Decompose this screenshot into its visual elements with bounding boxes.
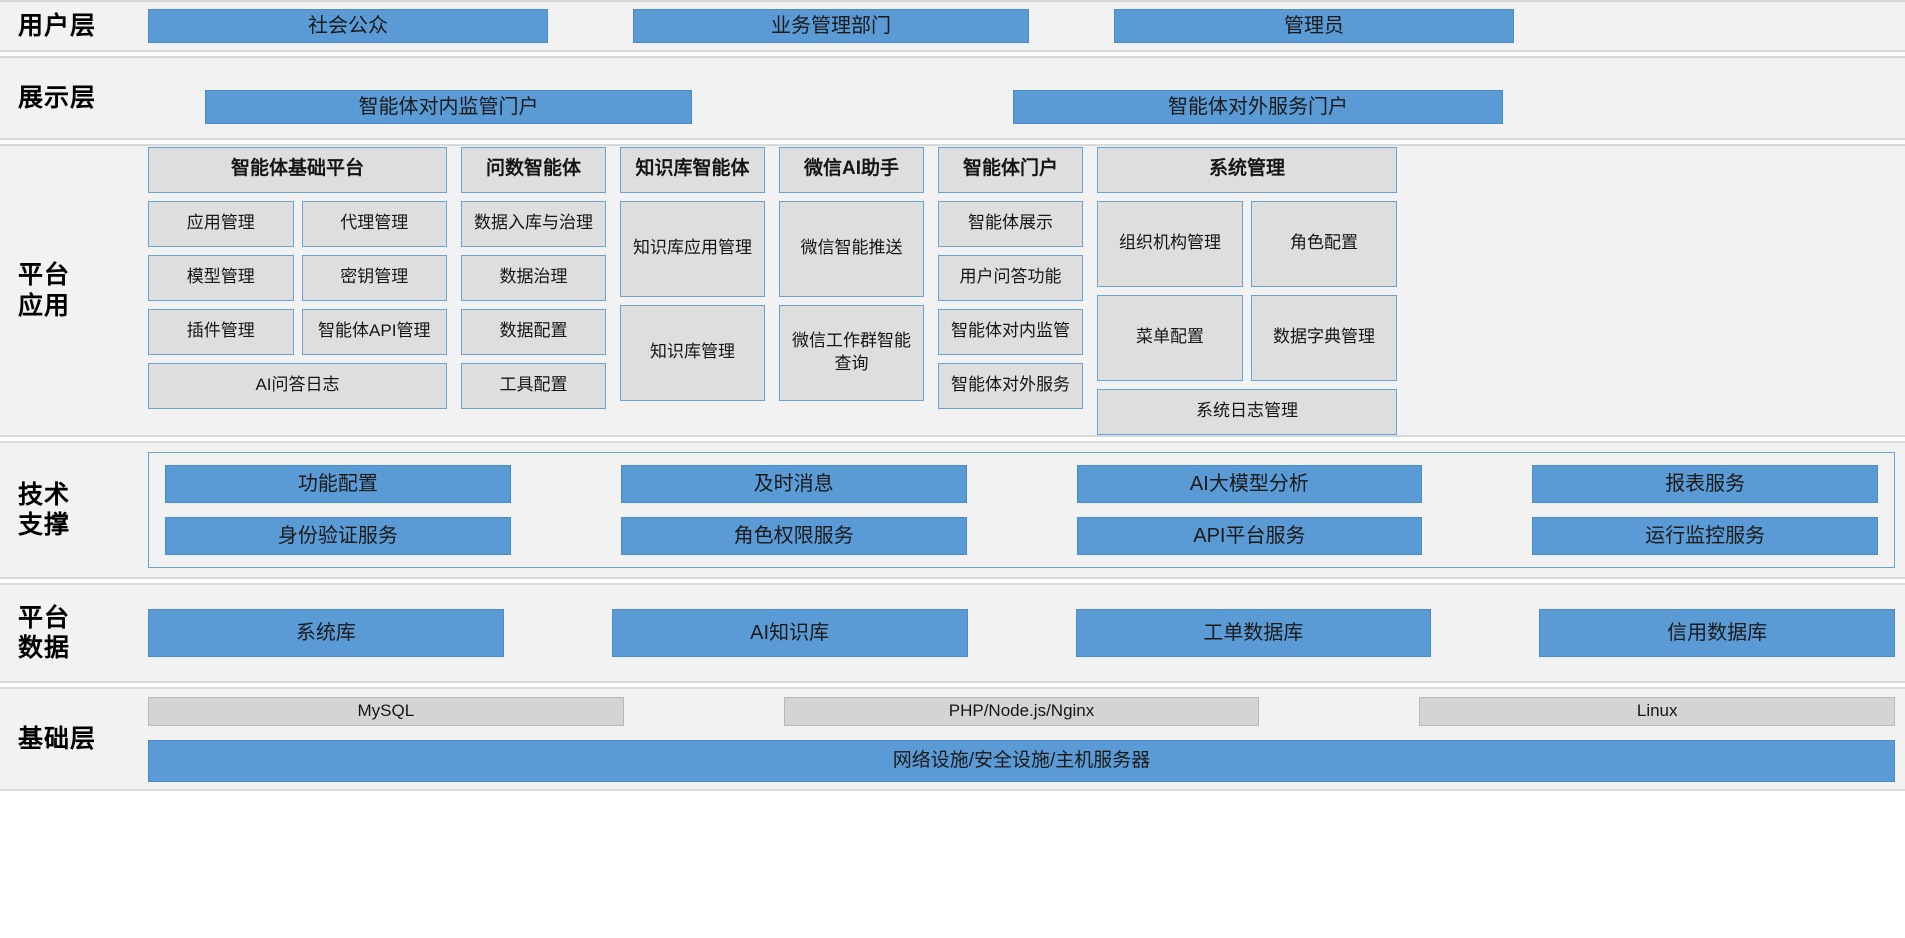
infra-box-mysql[interactable]: MySQL bbox=[148, 696, 624, 726]
user-box-public[interactable]: 社会公众 bbox=[148, 9, 548, 43]
platform-data-row: 系统库 AI知识库 工单数据库 信用数据库 bbox=[148, 609, 1905, 657]
cell-plugin-management[interactable]: 插件管理 bbox=[148, 308, 294, 355]
cell-tool-configuration[interactable]: 工具配置 bbox=[461, 362, 606, 409]
infra-box-php-node-nginx[interactable]: PHP/Node.js/Nginx bbox=[783, 696, 1260, 726]
data-box-system-db[interactable]: 系统库 bbox=[148, 609, 504, 657]
group-title-wechat-ai-assistant: 微信AI助手 bbox=[779, 146, 924, 193]
layer-presentation-label: 展示层 bbox=[18, 83, 97, 112]
cell-wechat-group-query[interactable]: 微信工作群智能查询 bbox=[779, 304, 924, 401]
cell-ai-qa-log[interactable]: AI问答日志 bbox=[148, 362, 447, 409]
cell-data-dictionary-management[interactable]: 数据字典管理 bbox=[1251, 294, 1397, 381]
layer-platform-data-body: 系统库 AI知识库 工单数据库 信用数据库 bbox=[148, 585, 1905, 681]
group-title-knowledge-base-agent: 知识库智能体 bbox=[620, 146, 765, 193]
group-system-management: 系统管理 组织机构管理 角色配置 菜单配置 数据字典管理 系统日志管理 bbox=[1097, 146, 1397, 435]
layer-user: 用户层 社会公众 业务管理部门 管理员 bbox=[0, 0, 1905, 52]
layer-platform-application-body: 智能体基础平台 应用管理 代理管理 模型管理 密钥管理 插件管理 智能体API管… bbox=[148, 146, 1905, 435]
cell-data-governance[interactable]: 数据治理 bbox=[461, 254, 606, 301]
layer-infrastructure-body: MySQL PHP/Node.js/Nginx Linux 网络设施/安全设施/… bbox=[148, 689, 1905, 789]
group-title-agent-portal: 智能体门户 bbox=[938, 146, 1083, 193]
tech-box-api-platform-service[interactable]: API平台服务 bbox=[1076, 517, 1423, 555]
layer-tech-support-body: 功能配置 及时消息 AI大模型分析 报表服务 身份验证服务 角色权限服务 API… bbox=[148, 443, 1905, 577]
layer-presentation: 展示层 智能体对内监管门户 智能体对外服务门户 bbox=[0, 56, 1905, 140]
tech-box-instant-message[interactable]: 及时消息 bbox=[620, 465, 967, 503]
row: 菜单配置 数据字典管理 bbox=[1097, 294, 1397, 381]
data-box-credit-db[interactable]: 信用数据库 bbox=[1539, 609, 1895, 657]
group-title-data-query-agent: 问数智能体 bbox=[461, 146, 606, 193]
cell-role-configuration[interactable]: 角色配置 bbox=[1251, 200, 1397, 287]
presentation-box-internal-portal[interactable]: 智能体对内监管门户 bbox=[205, 90, 692, 124]
cell-key-management[interactable]: 密钥管理 bbox=[301, 254, 447, 301]
data-box-workorder-db[interactable]: 工单数据库 bbox=[1075, 609, 1432, 657]
group-title-agent-base-platform: 智能体基础平台 bbox=[148, 146, 447, 193]
infra-box-linux[interactable]: Linux bbox=[1419, 696, 1896, 726]
group-knowledge-base-agent: 知识库智能体 知识库应用管理 知识库管理 bbox=[620, 146, 765, 401]
user-box-admin[interactable]: 管理员 bbox=[1114, 9, 1514, 43]
cell-data-ingest-governance[interactable]: 数据入库与治理 bbox=[461, 200, 606, 247]
layer-infrastructure-label: 基础层 bbox=[18, 724, 97, 753]
cell-agent-internal-supervision[interactable]: 智能体对内监管 bbox=[938, 308, 1083, 355]
tech-box-ai-llm-analysis[interactable]: AI大模型分析 bbox=[1076, 465, 1423, 503]
tech-box-authentication-service[interactable]: 身份验证服务 bbox=[165, 517, 511, 555]
group-agent-portal: 智能体门户 智能体展示 用户问答功能 智能体对内监管 智能体对外服务 bbox=[938, 146, 1083, 409]
layer-user-label: 用户层 bbox=[18, 11, 97, 40]
cell-org-management[interactable]: 组织机构管理 bbox=[1097, 200, 1243, 287]
layer-platform-data-label: 平台 数据 bbox=[18, 603, 71, 663]
row: 应用管理 代理管理 bbox=[148, 200, 447, 247]
layer-platform-application-label: 平台 应用 bbox=[18, 261, 71, 320]
layer-platform-data: 平台 数据 系统库 AI知识库 工单数据库 信用数据库 bbox=[0, 583, 1905, 683]
cell-kb-management[interactable]: 知识库管理 bbox=[620, 304, 765, 401]
group-data-query-agent: 问数智能体 数据入库与治理 数据治理 数据配置 工具配置 bbox=[461, 146, 606, 409]
cell-agent-management[interactable]: 代理管理 bbox=[301, 200, 447, 247]
infrastructure-wrap: MySQL PHP/Node.js/Nginx Linux 网络设施/安全设施/… bbox=[148, 696, 1905, 782]
tech-box-report-service[interactable]: 报表服务 bbox=[1532, 465, 1878, 503]
tech-row-1: 功能配置 及时消息 AI大模型分析 报表服务 bbox=[165, 465, 1878, 503]
user-box-business-dept[interactable]: 业务管理部门 bbox=[633, 9, 1029, 43]
layer-user-body: 社会公众 业务管理部门 管理员 bbox=[148, 2, 1905, 50]
layer-tech-support-label: 技术 支撑 bbox=[18, 480, 71, 540]
infra-box-network-security-host[interactable]: 网络设施/安全设施/主机服务器 bbox=[148, 739, 1895, 782]
cell-agent-showcase[interactable]: 智能体展示 bbox=[938, 200, 1083, 247]
row: 模型管理 密钥管理 bbox=[148, 254, 447, 301]
row: 插件管理 智能体API管理 bbox=[148, 308, 447, 355]
cell-agent-external-service[interactable]: 智能体对外服务 bbox=[938, 362, 1083, 409]
presentation-box-external-portal[interactable]: 智能体对外服务门户 bbox=[1013, 90, 1503, 124]
layer-infrastructure: 基础层 MySQL PHP/Node.js/Nginx Linux 网络设施/安… bbox=[0, 687, 1905, 791]
group-wechat-ai-assistant: 微信AI助手 微信智能推送 微信工作群智能查询 bbox=[779, 146, 924, 401]
data-box-ai-knowledge-db[interactable]: AI知识库 bbox=[611, 609, 968, 657]
group-title-system-management: 系统管理 bbox=[1097, 146, 1397, 193]
cell-user-qa-function[interactable]: 用户问答功能 bbox=[938, 254, 1083, 301]
cell-wechat-smart-push[interactable]: 微信智能推送 bbox=[779, 200, 924, 297]
tech-row-2: 身份验证服务 角色权限服务 API平台服务 运行监控服务 bbox=[165, 517, 1878, 555]
layer-platform-application: 平台 应用 智能体基础平台 应用管理 代理管理 模型管理 密钥管理 插件管理 bbox=[0, 144, 1905, 437]
cell-kb-app-management[interactable]: 知识库应用管理 bbox=[620, 200, 765, 297]
layer-presentation-body: 智能体对内监管门户 智能体对外服务门户 bbox=[148, 58, 1905, 138]
cell-model-management[interactable]: 模型管理 bbox=[148, 254, 294, 301]
tech-box-runtime-monitor-service[interactable]: 运行监控服务 bbox=[1532, 517, 1878, 555]
cell-agent-api-management[interactable]: 智能体API管理 bbox=[301, 308, 447, 355]
tech-box-function-config[interactable]: 功能配置 bbox=[165, 465, 511, 503]
tech-box-role-permission-service[interactable]: 角色权限服务 bbox=[620, 517, 967, 555]
cell-app-management[interactable]: 应用管理 bbox=[148, 200, 294, 247]
cell-system-log-management[interactable]: 系统日志管理 bbox=[1097, 388, 1397, 435]
infrastructure-row-stack: MySQL PHP/Node.js/Nginx Linux bbox=[148, 696, 1896, 726]
cell-data-configuration[interactable]: 数据配置 bbox=[461, 308, 606, 355]
layer-tech-support: 技术 支撑 功能配置 及时消息 AI大模型分析 报表服务 身份验证服务 角色权限… bbox=[0, 441, 1905, 579]
cell-menu-configuration[interactable]: 菜单配置 bbox=[1097, 294, 1243, 381]
tech-support-frame: 功能配置 及时消息 AI大模型分析 报表服务 身份验证服务 角色权限服务 API… bbox=[148, 452, 1895, 568]
group-agent-base-platform: 智能体基础平台 应用管理 代理管理 模型管理 密钥管理 插件管理 智能体API管… bbox=[148, 146, 447, 409]
row: 组织机构管理 角色配置 bbox=[1097, 200, 1397, 287]
